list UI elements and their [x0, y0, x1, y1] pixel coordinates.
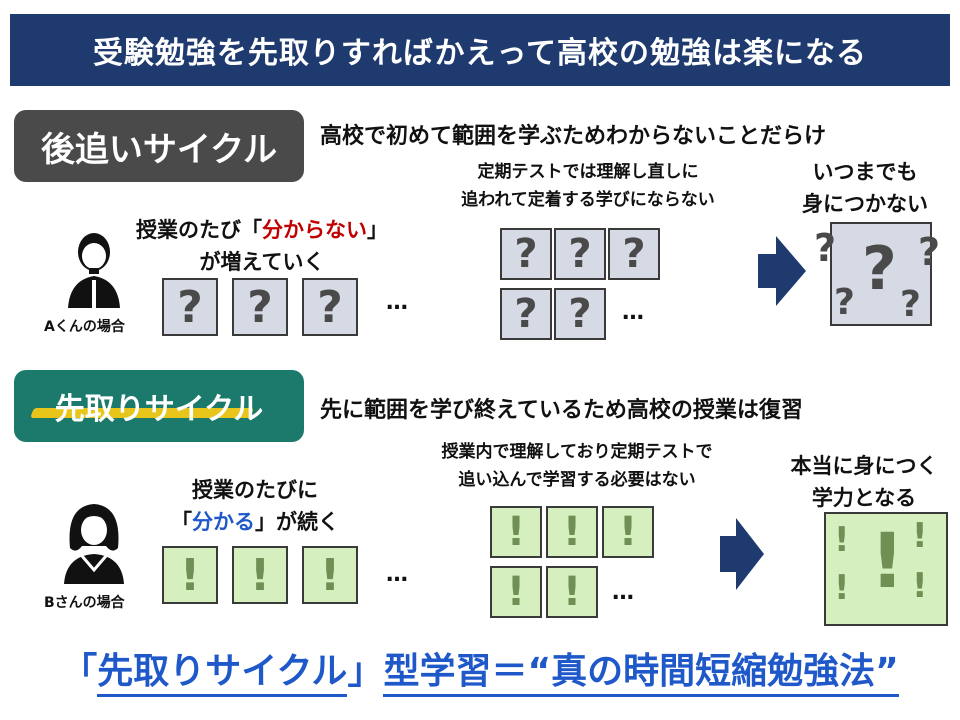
cycle-a-label-text: 後追いサイクル: [40, 129, 278, 170]
big-exclaim-box: [824, 512, 948, 626]
ellipsis: …: [386, 562, 410, 587]
cycle-b-class-text-2: 「: [171, 510, 192, 534]
cycle-a-class-text-3: が増えていく: [199, 250, 325, 274]
cycle-a-class-text-1: 授業のたび「: [136, 218, 262, 242]
cycle-b-result-2: 学力となる: [811, 486, 917, 510]
cycle-b-class-text-3: 」が続く: [255, 510, 339, 534]
ellipsis: …: [612, 580, 636, 605]
question-box: ?: [500, 228, 552, 280]
exclaim-box: !: [546, 566, 598, 618]
exclaim-mark: !: [912, 516, 928, 556]
conclusion-open: 「: [61, 651, 98, 692]
question-box: ?: [608, 228, 660, 280]
page-title: 受験勉強を先取りすればかえって高校の勉強は楽になる: [10, 14, 950, 86]
exclaim-mark: !: [834, 568, 850, 608]
cycle-b-test-note-2: 追い込んで学習する必要はない: [458, 470, 696, 490]
question-box: ?: [554, 228, 606, 280]
question-box: ?: [162, 278, 218, 336]
question-mark: ?: [900, 284, 921, 325]
exclaim-mark: !: [870, 516, 905, 605]
exclaim-box: !: [490, 566, 542, 618]
conclusion: 「先取りサイクル」型学習＝“真の時間短縮勉強法”: [0, 642, 960, 697]
cycle-b-result: 本当に身につく 学力となる: [776, 450, 952, 514]
big-question-box: [830, 222, 932, 326]
cycle-a-test-note-2: 追われて定着する学びにならない: [461, 190, 715, 210]
conclusion-close: 」: [347, 651, 384, 692]
question-box: ?: [554, 288, 606, 340]
question-box: ?: [302, 278, 358, 336]
exclaim-box: !: [546, 506, 598, 558]
cycle-a-test-note: 定期テストでは理解し直しに 追われて定着する学びにならない: [428, 158, 748, 214]
cycle-a-class-text-2: 」: [367, 218, 388, 242]
question-mark: ?: [814, 226, 837, 270]
cycle-a-result-2: 身につかない: [802, 192, 928, 216]
student-boy-icon: [68, 233, 120, 308]
arrow-right-icon: [720, 518, 764, 590]
cycle-a-class-highlight: 分からない: [262, 218, 367, 242]
exclaim-box: !: [302, 546, 358, 604]
exclaim-box: !: [162, 546, 218, 604]
ellipsis: …: [386, 290, 410, 315]
question-box: ?: [500, 288, 552, 340]
person-a-caption: Aくんの場合: [44, 319, 125, 335]
exclaim-mark: !: [834, 520, 850, 560]
question-mark: ?: [862, 234, 897, 304]
question-box: ?: [232, 278, 288, 336]
cycle-b-test-note: 授業内で理解しており定期テストで 追い込んで学習する必要はない: [414, 438, 740, 494]
cycle-a-label: 後追いサイクル: [14, 110, 304, 182]
cycle-b-class-text: 授業のたびに 「分かる」が続く: [140, 474, 370, 538]
cycle-a-result-1: いつまでも: [812, 160, 918, 184]
exclaim-mark: !: [912, 566, 928, 606]
cycle-b-result-1: 本当に身につく: [790, 454, 938, 478]
cycle-a-class-text: 授業のたび「分からない」 が増えていく: [132, 214, 392, 278]
exclaim-box: !: [490, 506, 542, 558]
cycle-b-class-text-1: 授業のたびに: [192, 478, 318, 502]
student-girl-icon: [64, 504, 124, 584]
cycle-b-test-note-1: 授業内で理解しており定期テストで: [441, 442, 713, 462]
question-mark: ?: [834, 282, 855, 323]
question-mark: ?: [918, 230, 941, 274]
conclusion-highlight: 先取りサイクル: [97, 651, 348, 697]
person-b-caption: Bさんの場合: [44, 595, 125, 611]
cycle-b-heading: 先に範囲を学び終えているため高校の授業は復習: [320, 398, 803, 423]
cycle-a-heading: 高校で初めて範囲を学ぶためわからないことだらけ: [320, 124, 827, 149]
conclusion-rest: 型学習＝“真の時間短縮勉強法”: [383, 651, 899, 697]
cycle-b-label-text: 先取りサイクル: [54, 392, 264, 427]
cycle-b-class-highlight: 分かる: [192, 510, 255, 534]
cycle-b-label: 先取りサイクル: [14, 370, 304, 442]
cycle-a-result: いつまでも 身につかない: [780, 156, 950, 220]
ellipsis: …: [622, 300, 646, 325]
arrow-right-icon: [758, 236, 806, 306]
exclaim-box: !: [602, 506, 654, 558]
exclaim-box: !: [232, 546, 288, 604]
cycle-a-test-note-1: 定期テストでは理解し直しに: [477, 162, 699, 182]
